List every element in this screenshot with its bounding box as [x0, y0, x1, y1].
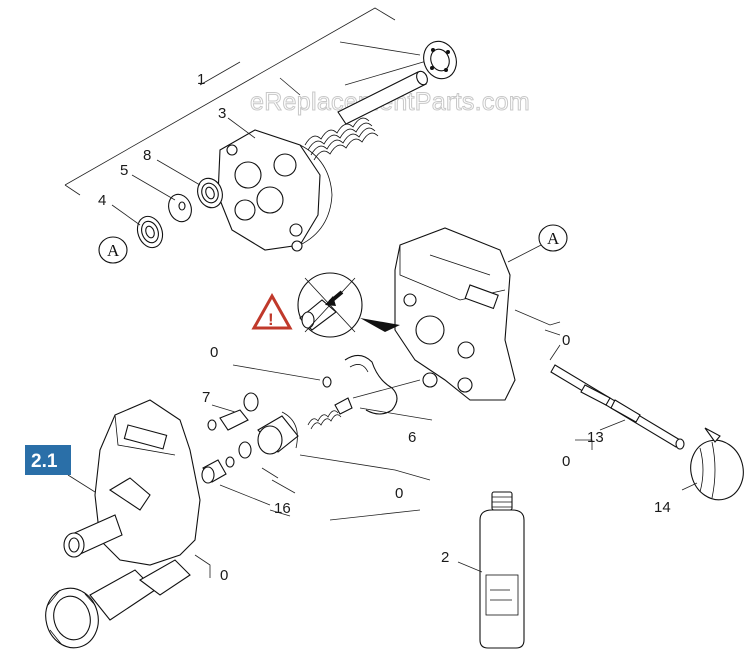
highlight-badge-2-1: 2.1 [25, 445, 71, 475]
callout-0-e: 0 [220, 567, 228, 584]
middle-parts-group [201, 354, 433, 521]
callout-7: 7 [202, 389, 210, 406]
bearing-part-8 [197, 177, 223, 209]
pressure-rod-part-13 [549, 344, 685, 450]
callout-0-c: 0 [562, 453, 570, 470]
spring-part [304, 117, 379, 161]
callout-1: 1 [197, 71, 205, 88]
reference-mark-a-left: A [107, 241, 120, 260]
seal-ring-part [423, 40, 457, 80]
callout-14: 14 [654, 499, 671, 516]
svg-text:!: ! [268, 310, 274, 329]
washer-part-5 [168, 193, 192, 223]
callout-16: 16 [274, 500, 291, 517]
callout-3: 3 [218, 105, 226, 122]
callout-0-d: 0 [395, 485, 403, 502]
callout-0-b: 0 [562, 332, 570, 349]
oil-bottle-part-2 [457, 491, 525, 649]
upper-assembly-group: A [64, 7, 457, 264]
swash-plate-part [217, 129, 333, 252]
callout-8: 8 [143, 147, 151, 164]
callout-6: 6 [408, 429, 416, 446]
pressure-knob-part-14 [681, 427, 744, 501]
pump-head-part-2-1 [45, 399, 211, 649]
warning-detail-group [297, 272, 400, 338]
callout-5: 5 [120, 162, 128, 179]
bearing-part-4 [136, 215, 164, 249]
piston-rod-part [337, 70, 428, 125]
badge-label: 2.1 [31, 451, 58, 472]
warning-triangle-icon: ! [251, 292, 293, 330]
callout-2: 2 [441, 549, 449, 566]
callout-13: 13 [587, 429, 604, 446]
reference-mark-a-right: A [547, 229, 560, 248]
callout-0-a: 0 [210, 344, 218, 361]
callout-4: 4 [98, 192, 106, 209]
badge-background [25, 445, 71, 475]
pump-housing-group: A [394, 224, 568, 401]
